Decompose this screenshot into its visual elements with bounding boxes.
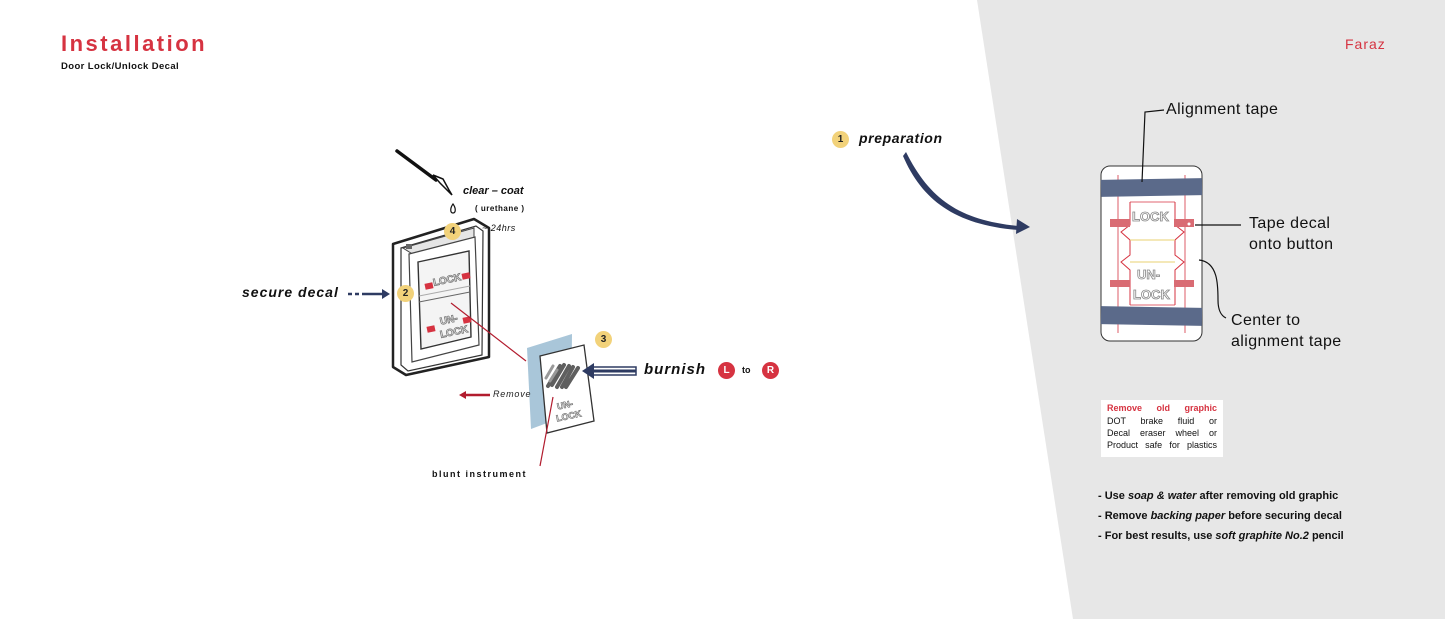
preparation-arrow	[903, 152, 1030, 234]
burnish-label: burnish	[644, 361, 706, 378]
center-label-line1: Center to	[1231, 312, 1301, 329]
drop-icon	[450, 202, 456, 214]
tape-lock-text: LOCK	[1132, 209, 1170, 225]
step-1-badge: 1	[832, 131, 849, 148]
brush-icon	[395, 149, 453, 196]
tape-decal-label-line1: Tape decal	[1249, 215, 1331, 232]
notes-list: - Use soap & water after removing old gr…	[1098, 486, 1344, 546]
note-item: - Remove backing paper before securing d…	[1098, 510, 1342, 522]
eraser-wheel-line: Decal eraser wheel or	[1107, 428, 1217, 438]
step-2-badge: 2	[397, 285, 414, 302]
clear-coat-label: clear – coat	[463, 185, 524, 197]
center-label-line2: alignment tape	[1231, 333, 1342, 350]
blunt-instrument-label: blunt instrument	[432, 469, 527, 479]
author-signature: Faraz	[1345, 36, 1386, 52]
alignment-tape-label: Alignment tape	[1166, 101, 1279, 118]
step-4-badge: 4	[444, 223, 461, 240]
page-subtitle: Door Lock/Unlock Decal	[61, 61, 180, 72]
tape-decal-label-line2: onto button	[1249, 236, 1334, 253]
decal-sheet	[527, 334, 595, 467]
cure-time-label: ~ 24hrs	[482, 223, 516, 233]
tape-un-text: UN-	[1137, 267, 1161, 283]
switch-housing	[391, 217, 527, 377]
right-badge: R	[762, 362, 779, 379]
secure-decal-label: secure decal	[242, 284, 339, 300]
left-badge: L	[718, 362, 735, 379]
plastics-line: Product safe for plastics	[1107, 440, 1217, 450]
remove-old-graphic-title: Remove old graphic	[1107, 403, 1217, 413]
remove-arrow	[459, 391, 490, 399]
remove-label: Remove	[493, 389, 532, 399]
note-item: - For best results, use soft graphite No…	[1098, 530, 1344, 542]
urethane-label: ( urethane )	[475, 204, 525, 213]
note-item: - Use soap & water after removing old gr…	[1098, 490, 1339, 502]
brake-fluid-line: DOT brake fluid or	[1107, 416, 1217, 426]
tape-lock2-text: LOCK	[1133, 287, 1171, 303]
step-3-badge: 3	[595, 331, 612, 348]
secure-decal-arrow	[348, 289, 390, 299]
to-label: to	[742, 365, 751, 375]
remove-old-graphic-box: Remove old graphic DOT brake fluid or De…	[1101, 400, 1223, 457]
page-title: Installation	[61, 31, 208, 56]
burnish-arrow	[582, 363, 637, 379]
preparation-label: preparation	[859, 130, 943, 146]
